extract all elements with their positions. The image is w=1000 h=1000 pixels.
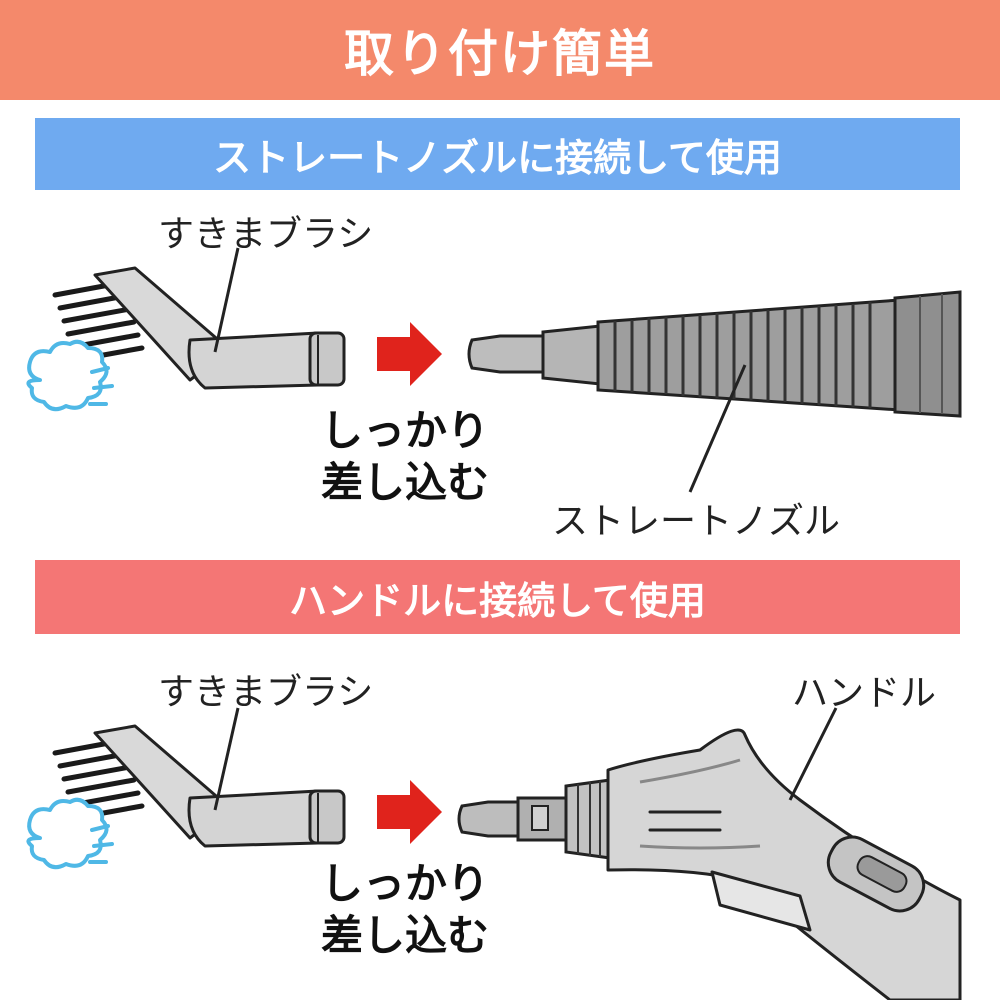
title-banner: 取り付け簡単 xyxy=(0,0,1000,100)
handle-label: ハンドル xyxy=(792,673,937,714)
brush-leader-line-bottom xyxy=(213,707,240,811)
page-title: 取り付け簡単 xyxy=(344,25,656,83)
steam-icon xyxy=(26,339,114,412)
instruction-top-line2: 差し込む xyxy=(320,458,489,507)
instruction-top-line1: しっかり xyxy=(320,406,489,455)
nozzle-leader-line xyxy=(688,364,747,493)
brush-label-top: すきまブラシ xyxy=(158,214,374,255)
arrow-right-icon xyxy=(377,780,442,844)
steam-icon xyxy=(26,797,114,870)
section-heading-handle: ハンドルに接続して使用 xyxy=(35,560,960,634)
instruction-bottom: しっかり 差し込む xyxy=(305,858,505,962)
instruction-bottom-line1: しっかり xyxy=(320,859,489,908)
straight-nozzle-illustration xyxy=(467,290,962,418)
handle-leader-line xyxy=(788,707,838,801)
nozzle-label: ストレートノズル xyxy=(552,501,841,542)
brush-leader-line-top xyxy=(213,247,240,353)
section-heading-handle-text: ハンドルに接続して使用 xyxy=(289,578,706,623)
section-heading-nozzle: ストレートノズルに接続して使用 xyxy=(35,118,960,190)
brush-label-bottom: すきまブラシ xyxy=(158,672,374,713)
handle-illustration xyxy=(457,728,962,1000)
instruction-top: しっかり 差し込む xyxy=(305,405,505,509)
arrow-right-icon xyxy=(377,322,442,386)
instruction-bottom-line2: 差し込む xyxy=(320,911,489,960)
section-heading-nozzle-text: ストレートノズルに接続して使用 xyxy=(213,135,782,180)
